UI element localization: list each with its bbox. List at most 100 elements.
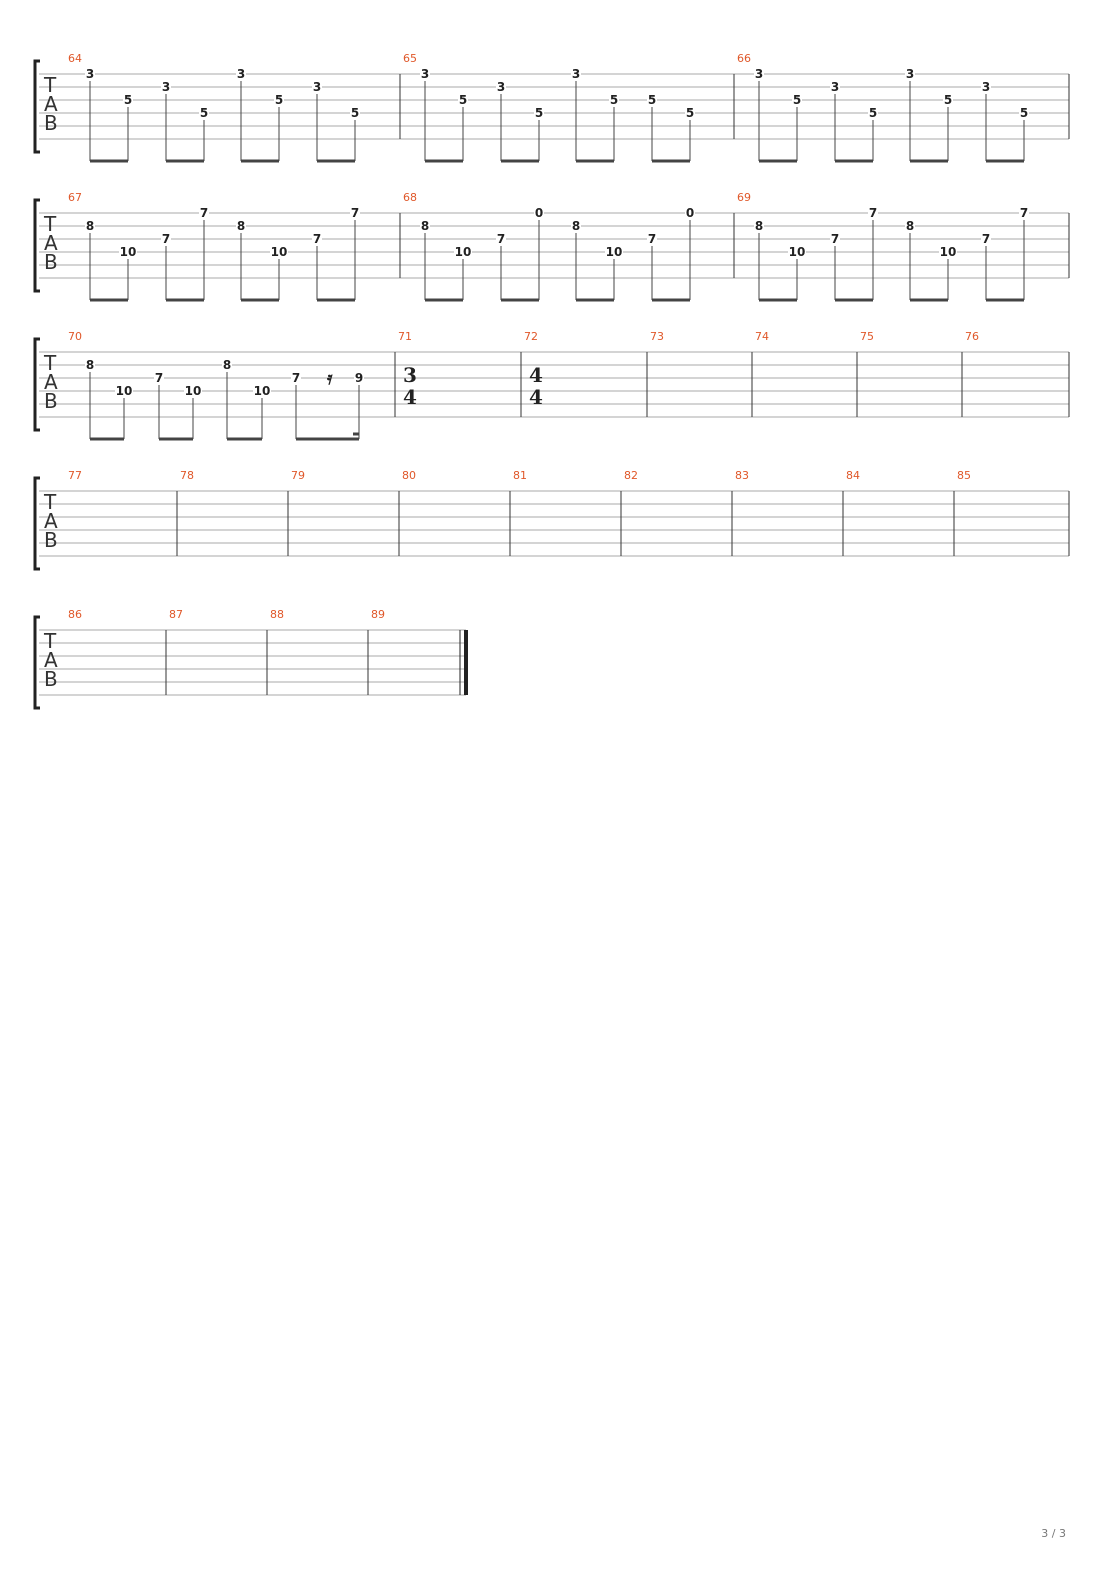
fret-number: 7	[869, 206, 877, 220]
fret-number: 3	[237, 67, 245, 81]
rest-symbol: 𝄿	[327, 368, 333, 389]
fret-mask	[291, 371, 301, 384]
fret-mask	[184, 384, 202, 397]
measure-number: 78	[180, 469, 194, 482]
fret-number: 5	[686, 106, 694, 120]
fret-number: 5	[610, 93, 618, 107]
tab-clef-letter: B	[44, 389, 58, 413]
time-signature-top: 3	[403, 363, 417, 387]
fret-mask	[788, 245, 806, 258]
tab-clef-letter: T	[43, 73, 57, 97]
fret-number: 10	[606, 245, 623, 259]
time-signature-top: 4	[529, 363, 543, 387]
tab-clef-letter: T	[43, 212, 57, 236]
fret-number: 5	[351, 106, 359, 120]
fret-mask	[685, 106, 695, 119]
measure-number: 72	[524, 330, 538, 343]
fret-number: 3	[982, 80, 990, 94]
measure-number: 86	[68, 608, 82, 621]
measure-number: 85	[957, 469, 971, 482]
fret-number: 8	[86, 358, 94, 372]
measure: 85	[953, 469, 971, 556]
fret-mask	[830, 232, 840, 245]
fret-number: 7	[351, 206, 359, 220]
fret-mask	[939, 245, 957, 258]
fret-mask	[222, 358, 232, 371]
fret-mask	[350, 106, 360, 119]
measure-number: 79	[291, 469, 305, 482]
fret-mask	[981, 80, 991, 93]
fret-number: 0	[686, 206, 694, 220]
fret-number: 9	[355, 371, 363, 385]
measure-number: 87	[169, 608, 183, 621]
tab-clef-letter: B	[44, 667, 58, 691]
fret-number: 5	[124, 93, 132, 107]
fret-mask	[119, 245, 137, 258]
fret-mask	[312, 232, 322, 245]
fret-mask	[534, 206, 544, 219]
tab-clef-letter: T	[43, 629, 57, 653]
tab-clef-letter: A	[44, 92, 58, 116]
tab-clef-letter: B	[44, 250, 58, 274]
fret-mask	[454, 245, 472, 258]
fret-number: 8	[223, 358, 231, 372]
measure-number: 75	[860, 330, 874, 343]
tab-clef-letter: A	[44, 231, 58, 255]
fret-mask	[354, 371, 364, 384]
fret-number: 5	[535, 106, 543, 120]
measure-number: 65	[403, 52, 417, 65]
measure-number: 83	[735, 469, 749, 482]
fret-mask	[350, 206, 360, 219]
fret-number: 10	[789, 245, 806, 259]
fret-mask	[754, 219, 764, 232]
fret-mask	[571, 67, 581, 80]
measure-number: 74	[755, 330, 769, 343]
measure: 87	[165, 608, 183, 695]
fret-number: 3	[831, 80, 839, 94]
fret-number: 8	[86, 219, 94, 233]
time-signature-bottom: 4	[529, 385, 543, 409]
measure: 77	[68, 469, 82, 482]
fret-mask	[115, 384, 133, 397]
fret-number: 8	[572, 219, 580, 233]
measure-number: 69	[737, 191, 751, 204]
fret-number: 10	[254, 384, 271, 398]
fret-number: 5	[1020, 106, 1028, 120]
fret-number: 5	[275, 93, 283, 107]
measure: 75	[856, 330, 874, 417]
fret-number: 10	[940, 245, 957, 259]
measure: 84	[842, 469, 860, 556]
measure: 72 44	[520, 330, 543, 417]
tab-clef-letter: A	[44, 509, 58, 533]
measure-number: 64	[68, 52, 82, 65]
measure-number: 73	[650, 330, 664, 343]
measure: 86	[68, 608, 82, 621]
fret-mask	[85, 358, 95, 371]
fret-mask	[647, 93, 657, 106]
measure-number: 84	[846, 469, 860, 482]
measure: 83	[731, 469, 749, 556]
fret-mask	[685, 206, 695, 219]
fret-mask	[420, 219, 430, 232]
fret-number: 7	[982, 232, 990, 246]
fret-mask	[270, 245, 288, 258]
fret-number: 3	[86, 67, 94, 81]
fret-mask	[943, 93, 953, 106]
measure: 88	[266, 608, 284, 695]
fret-number: 7	[831, 232, 839, 246]
measure-number: 82	[624, 469, 638, 482]
measure-number: 70	[68, 330, 82, 343]
fret-mask	[1019, 206, 1029, 219]
fret-number: 7	[155, 371, 163, 385]
fret-mask	[981, 232, 991, 245]
tab-clef-letter: T	[43, 490, 57, 514]
fret-number: 8	[237, 219, 245, 233]
system-bracket	[33, 198, 40, 293]
fret-number: 5	[944, 93, 952, 107]
fret-mask	[754, 67, 764, 80]
